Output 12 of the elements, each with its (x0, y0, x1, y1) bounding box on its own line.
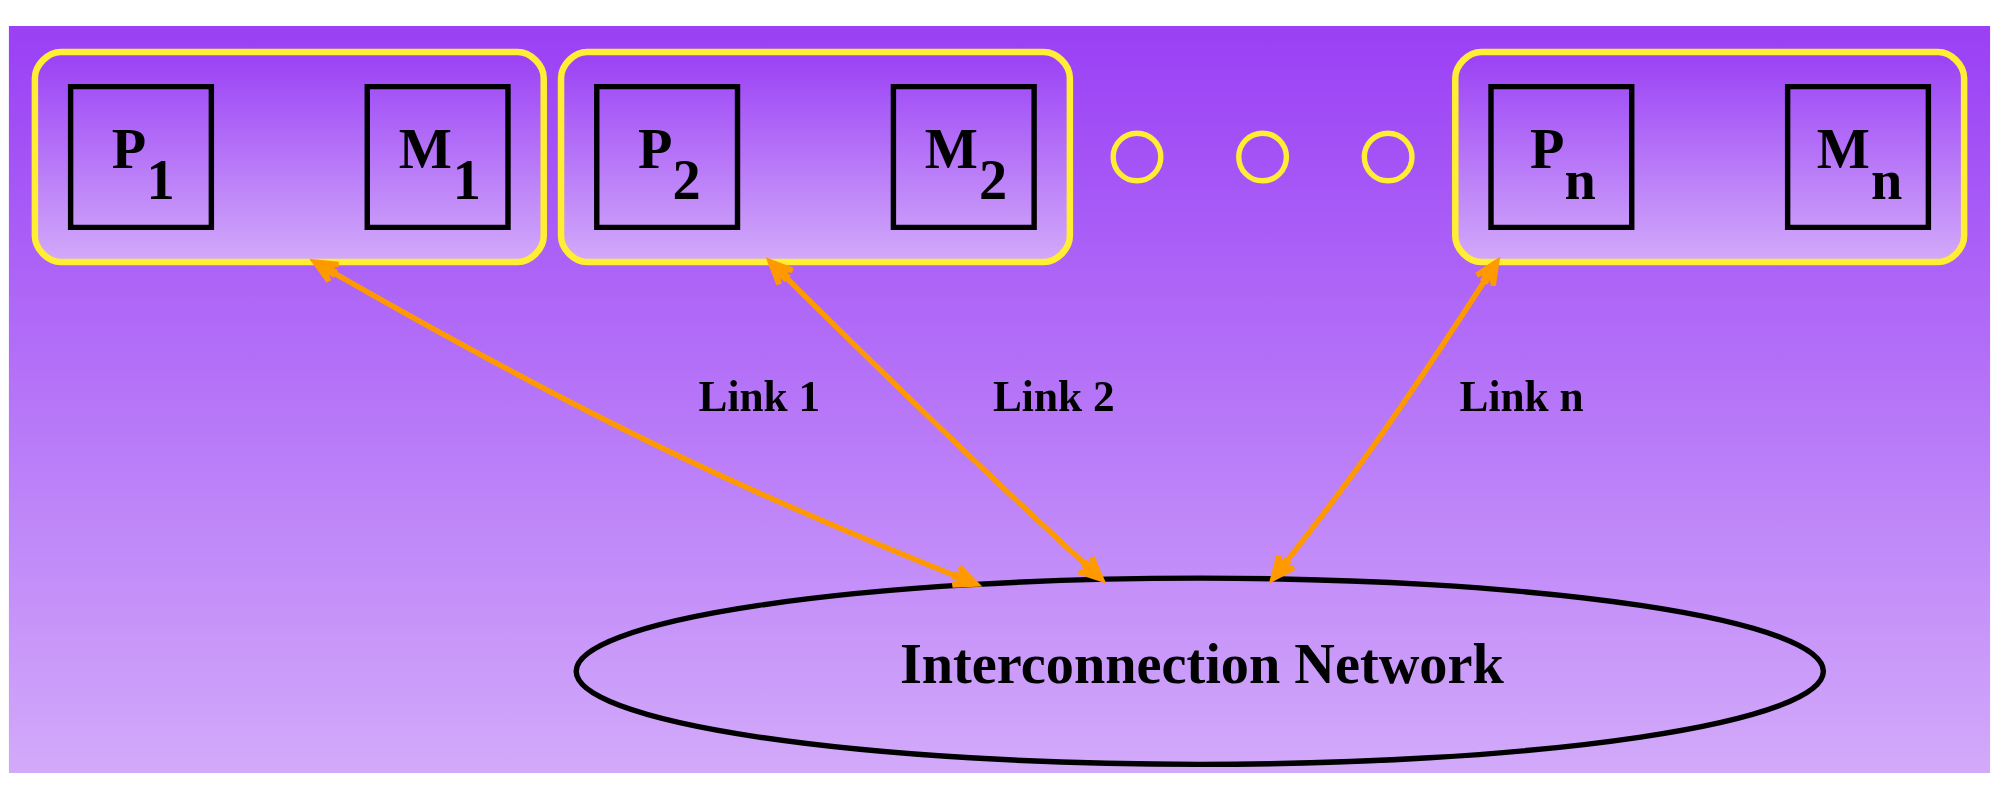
node-circle (1236, 129, 1290, 183)
node-circle (1110, 129, 1164, 183)
cluster (31, 48, 547, 265)
node-ellipse: Interconnection Network (573, 574, 1827, 767)
edge-label: Link n (1459, 371, 1584, 420)
arrow (1270, 258, 1500, 581)
cluster (1452, 48, 1968, 265)
cluster (557, 48, 1074, 265)
edge-label: Link 2 (993, 371, 1115, 420)
arrow (767, 258, 1105, 582)
edge-label: Link 1 (698, 371, 821, 420)
node-circle (1361, 129, 1415, 183)
